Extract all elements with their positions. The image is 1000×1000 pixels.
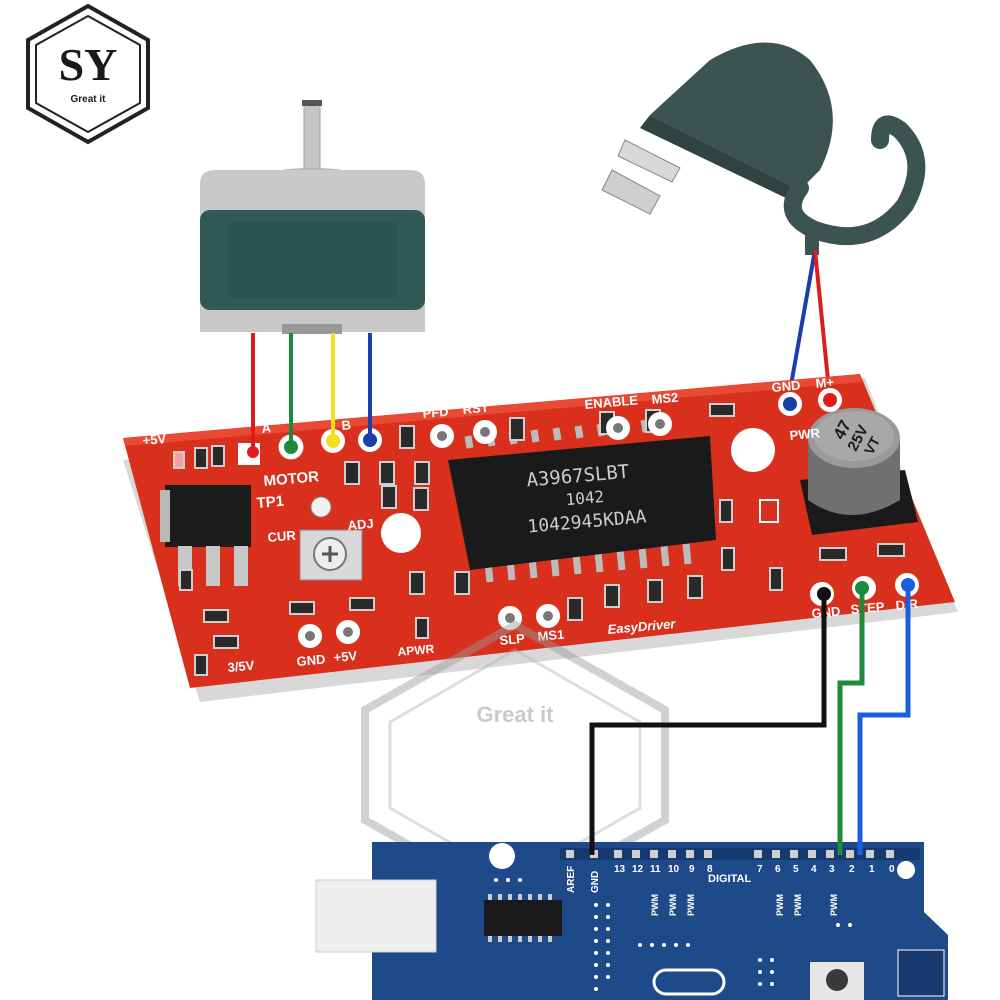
label-ms1: MS1 — [537, 627, 565, 644]
header-label-gnd: GND — [590, 871, 601, 893]
label-pwm-9: PWM — [686, 894, 696, 916]
gnd-wire — [589, 594, 827, 855]
label-gnd-bottom: GND — [296, 652, 326, 669]
header-label-aref: AREF — [566, 866, 577, 893]
silkscreen-labels: +5V A B MOTOR TP1 CUR ADJ PFD RST ENABLE… — [142, 374, 919, 675]
capacitor-series: VT — [861, 433, 884, 457]
current-potentiometer — [299, 496, 363, 581]
label-ms2: MS2 — [651, 390, 679, 407]
motor-wires — [251, 333, 372, 452]
label-pwm-6: PWM — [775, 894, 785, 916]
label-3-5v: 3/5V — [227, 658, 255, 675]
logo-tagline: Great it — [70, 94, 106, 105]
arduino-board: AREF GND 13 12 11 10 9 8 7 6 5 4 3 2 1 0… — [315, 842, 948, 1000]
label-rst: RST — [462, 400, 489, 417]
easydriver-board: A3967SLBT 1042 1042945KDAA 47 25V VT — [123, 374, 958, 702]
label-tp1: TP1 — [256, 493, 285, 512]
header-label-7: 7 — [757, 864, 763, 875]
label-apwr: APWR — [397, 642, 435, 659]
smd-components — [173, 403, 905, 676]
header-label-8: 8 — [707, 864, 713, 875]
label-pfd: PFD — [422, 404, 449, 421]
step-wire — [837, 588, 865, 855]
header-label-13a: 13 — [614, 864, 626, 875]
power-wires — [786, 249, 832, 403]
header-label-4: 4 — [811, 864, 817, 875]
label-gnd-power: GND — [771, 378, 801, 395]
label-pwm-5: PWM — [793, 894, 803, 916]
label-digital: DIGITAL — [708, 873, 751, 885]
header-label-1: 1 — [869, 864, 875, 875]
control-wires — [589, 585, 911, 855]
header-label-12: 12 — [632, 864, 644, 875]
label-pwm-10: PWM — [668, 894, 678, 916]
label-pwm-11: PWM — [650, 894, 660, 916]
watermark-text: Great it — [476, 702, 554, 727]
label-a: A — [261, 420, 272, 436]
header-label-11: 11 — [650, 864, 661, 875]
logo-letters: SY — [59, 39, 118, 90]
label-motor: MOTOR — [263, 468, 320, 490]
header-label-9: 9 — [689, 864, 695, 875]
label-slp: SLP — [499, 631, 526, 648]
header-label-10: 10 — [668, 864, 680, 875]
label-step: STEP — [850, 599, 885, 617]
label-plus5v: +5V — [142, 431, 167, 448]
header-label-3: 3 — [829, 864, 835, 875]
label-m-plus: M+ — [815, 374, 835, 391]
label-cur: CUR — [267, 528, 297, 545]
mounting-hole — [731, 428, 775, 472]
label-enable: ENABLE — [584, 392, 639, 412]
arduino-header-labels: AREF GND 13 12 11 10 9 8 7 6 5 4 3 2 1 0… — [566, 864, 895, 916]
power-adapter — [601, 42, 926, 255]
electrolytic-capacitor: 47 25V VT — [800, 408, 918, 535]
stepper-motor — [200, 100, 425, 334]
label-easydriver: EasyDriver — [607, 616, 677, 637]
dir-wire — [857, 585, 911, 855]
header-label-0: 0 — [889, 864, 895, 875]
chip-date-code: 1042 — [565, 487, 605, 509]
label-pwr: PWR — [789, 425, 821, 443]
label-adj: ADJ — [347, 516, 374, 533]
brand-logo: SY Great it — [26, 3, 150, 145]
label-plus5v-bottom: +5V — [333, 648, 358, 665]
header-label-5: 5 — [793, 864, 799, 875]
header-label-6: 6 — [775, 864, 781, 875]
label-b: B — [341, 417, 352, 433]
mounting-hole — [381, 513, 421, 553]
header-label-2: 2 — [849, 864, 855, 875]
label-pwm-3: PWM — [829, 894, 839, 916]
